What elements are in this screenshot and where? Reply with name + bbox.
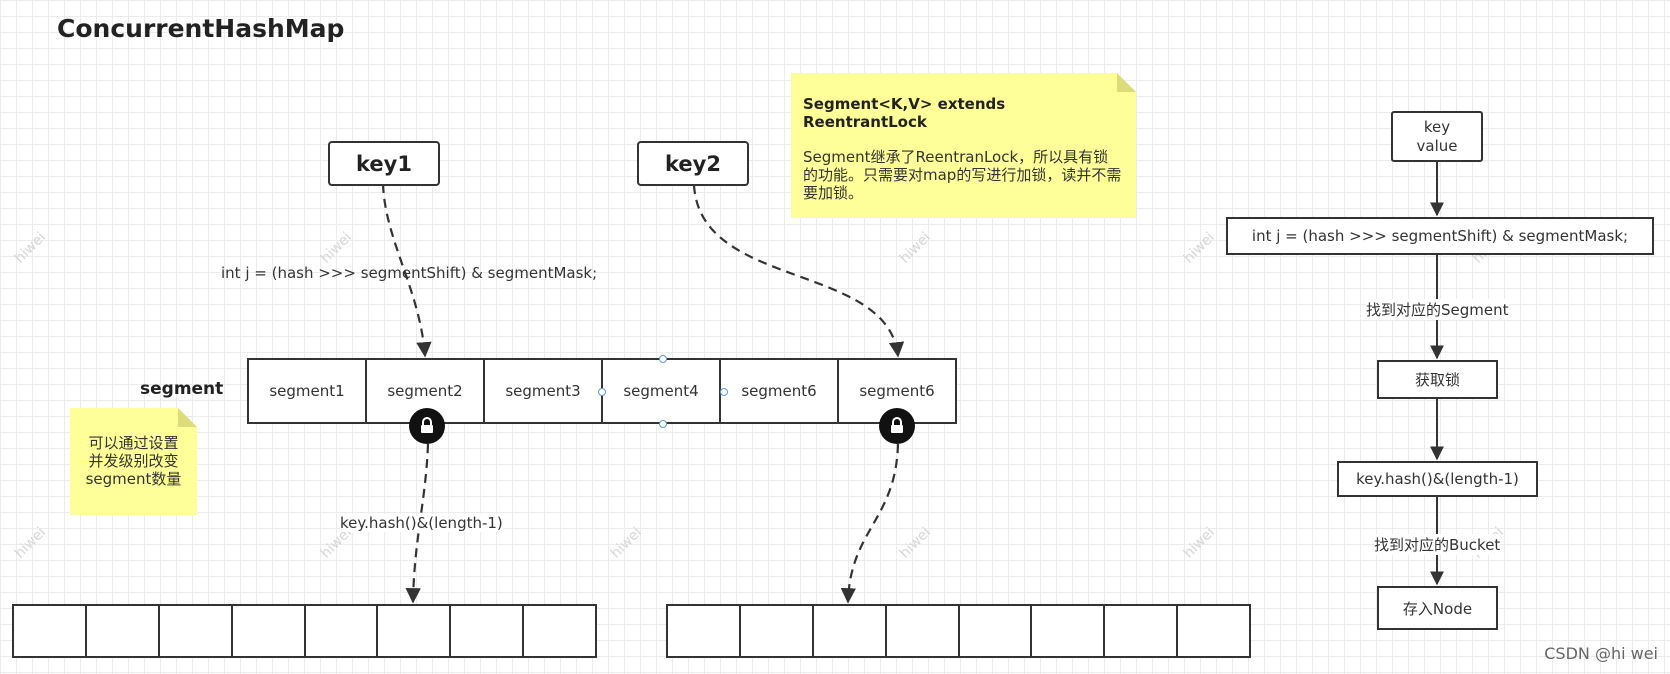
arrow-key2-to-segment6 [692,184,905,358]
bucket-array [666,604,1251,658]
flow-start-line: key [1423,117,1451,136]
bucket-cell[interactable] [306,606,379,656]
segment-cell[interactable]: segment6 [859,382,935,400]
bucket-cell[interactable] [160,606,233,656]
segment-cell[interactable]: segment3 [485,360,603,422]
bucket-cell[interactable] [233,606,306,656]
key1-box[interactable]: key1 [328,141,440,186]
flow-edge-label: 找到对应的Segment [1366,299,1509,320]
bucket-array [12,604,597,658]
key2-box[interactable]: key2 [637,141,749,186]
flow-start-key-value[interactable]: key value [1391,111,1483,162]
segment-cell[interactable]: segment1 [249,360,367,422]
selection-handle[interactable] [598,388,606,396]
segment-note-title: Segment<K,V> extends ReentrantLock [803,95,1006,131]
selection-handle[interactable] [659,355,667,363]
selection-handle[interactable] [720,388,728,396]
bucket-cell[interactable] [524,606,595,656]
bucket-cell[interactable] [960,606,1033,656]
bucket-cell[interactable] [741,606,814,656]
selection-handle[interactable] [659,420,667,428]
bucket-cell[interactable] [814,606,887,656]
segment-note: Segment<K,V> extends ReentrantLock Segme… [791,73,1136,218]
bucket-formula-label: key.hash()&(length-1) [340,514,503,532]
arrow-segment6-to-buckets [840,443,900,604]
bucket-cell[interactable] [1032,606,1106,656]
flow-edge-label: 找到对应的Bucket [1374,534,1501,555]
flow-step-acquire-lock[interactable]: 获取锁 [1377,360,1498,399]
flow-step-bucket-index[interactable]: key.hash()&(length-1) [1337,461,1538,497]
segment-cell[interactable]: segment6 [721,360,839,422]
bucket-cell[interactable] [887,606,960,656]
lock-icon [879,408,915,444]
note-line: segment数量 [85,470,182,488]
bucket-cell[interactable] [668,606,741,656]
lock-icon [409,408,445,444]
arrow-key1-to-segment2 [381,183,432,358]
flow-step-store-node[interactable]: 存入Node [1377,586,1498,630]
segment-formula-label: int j = (hash >>> segmentShift) & segmen… [221,264,598,282]
credit-watermark: CSDN @hi wei [1544,644,1658,663]
bucket-cell[interactable] [1178,606,1249,656]
diagram-title: ConcurrentHashMap [57,14,345,43]
bucket-cell[interactable] [378,606,452,656]
flow-step-segment-index[interactable]: int j = (hash >>> segmentShift) & segmen… [1226,217,1654,255]
note-line: 可以通过设置 [88,434,179,452]
segment-note-body: Segment继承了ReentranLock，所以具有锁的功能。只需要对map的… [803,148,1122,202]
segment-cell[interactable]: segment4 [603,360,721,422]
segment-cell[interactable]: segment2 [367,360,485,422]
bucket-cell[interactable] [87,606,160,656]
bucket-cell[interactable] [14,606,87,656]
bucket-cell[interactable] [451,606,525,656]
concurrency-note: 可以通过设置 并发级别改变 segment数量 [70,408,197,515]
flow-start-line: value [1416,136,1458,155]
segment-label: segment [140,379,224,399]
bucket-cell[interactable] [1105,606,1179,656]
note-line: 并发级别改变 [88,452,179,470]
